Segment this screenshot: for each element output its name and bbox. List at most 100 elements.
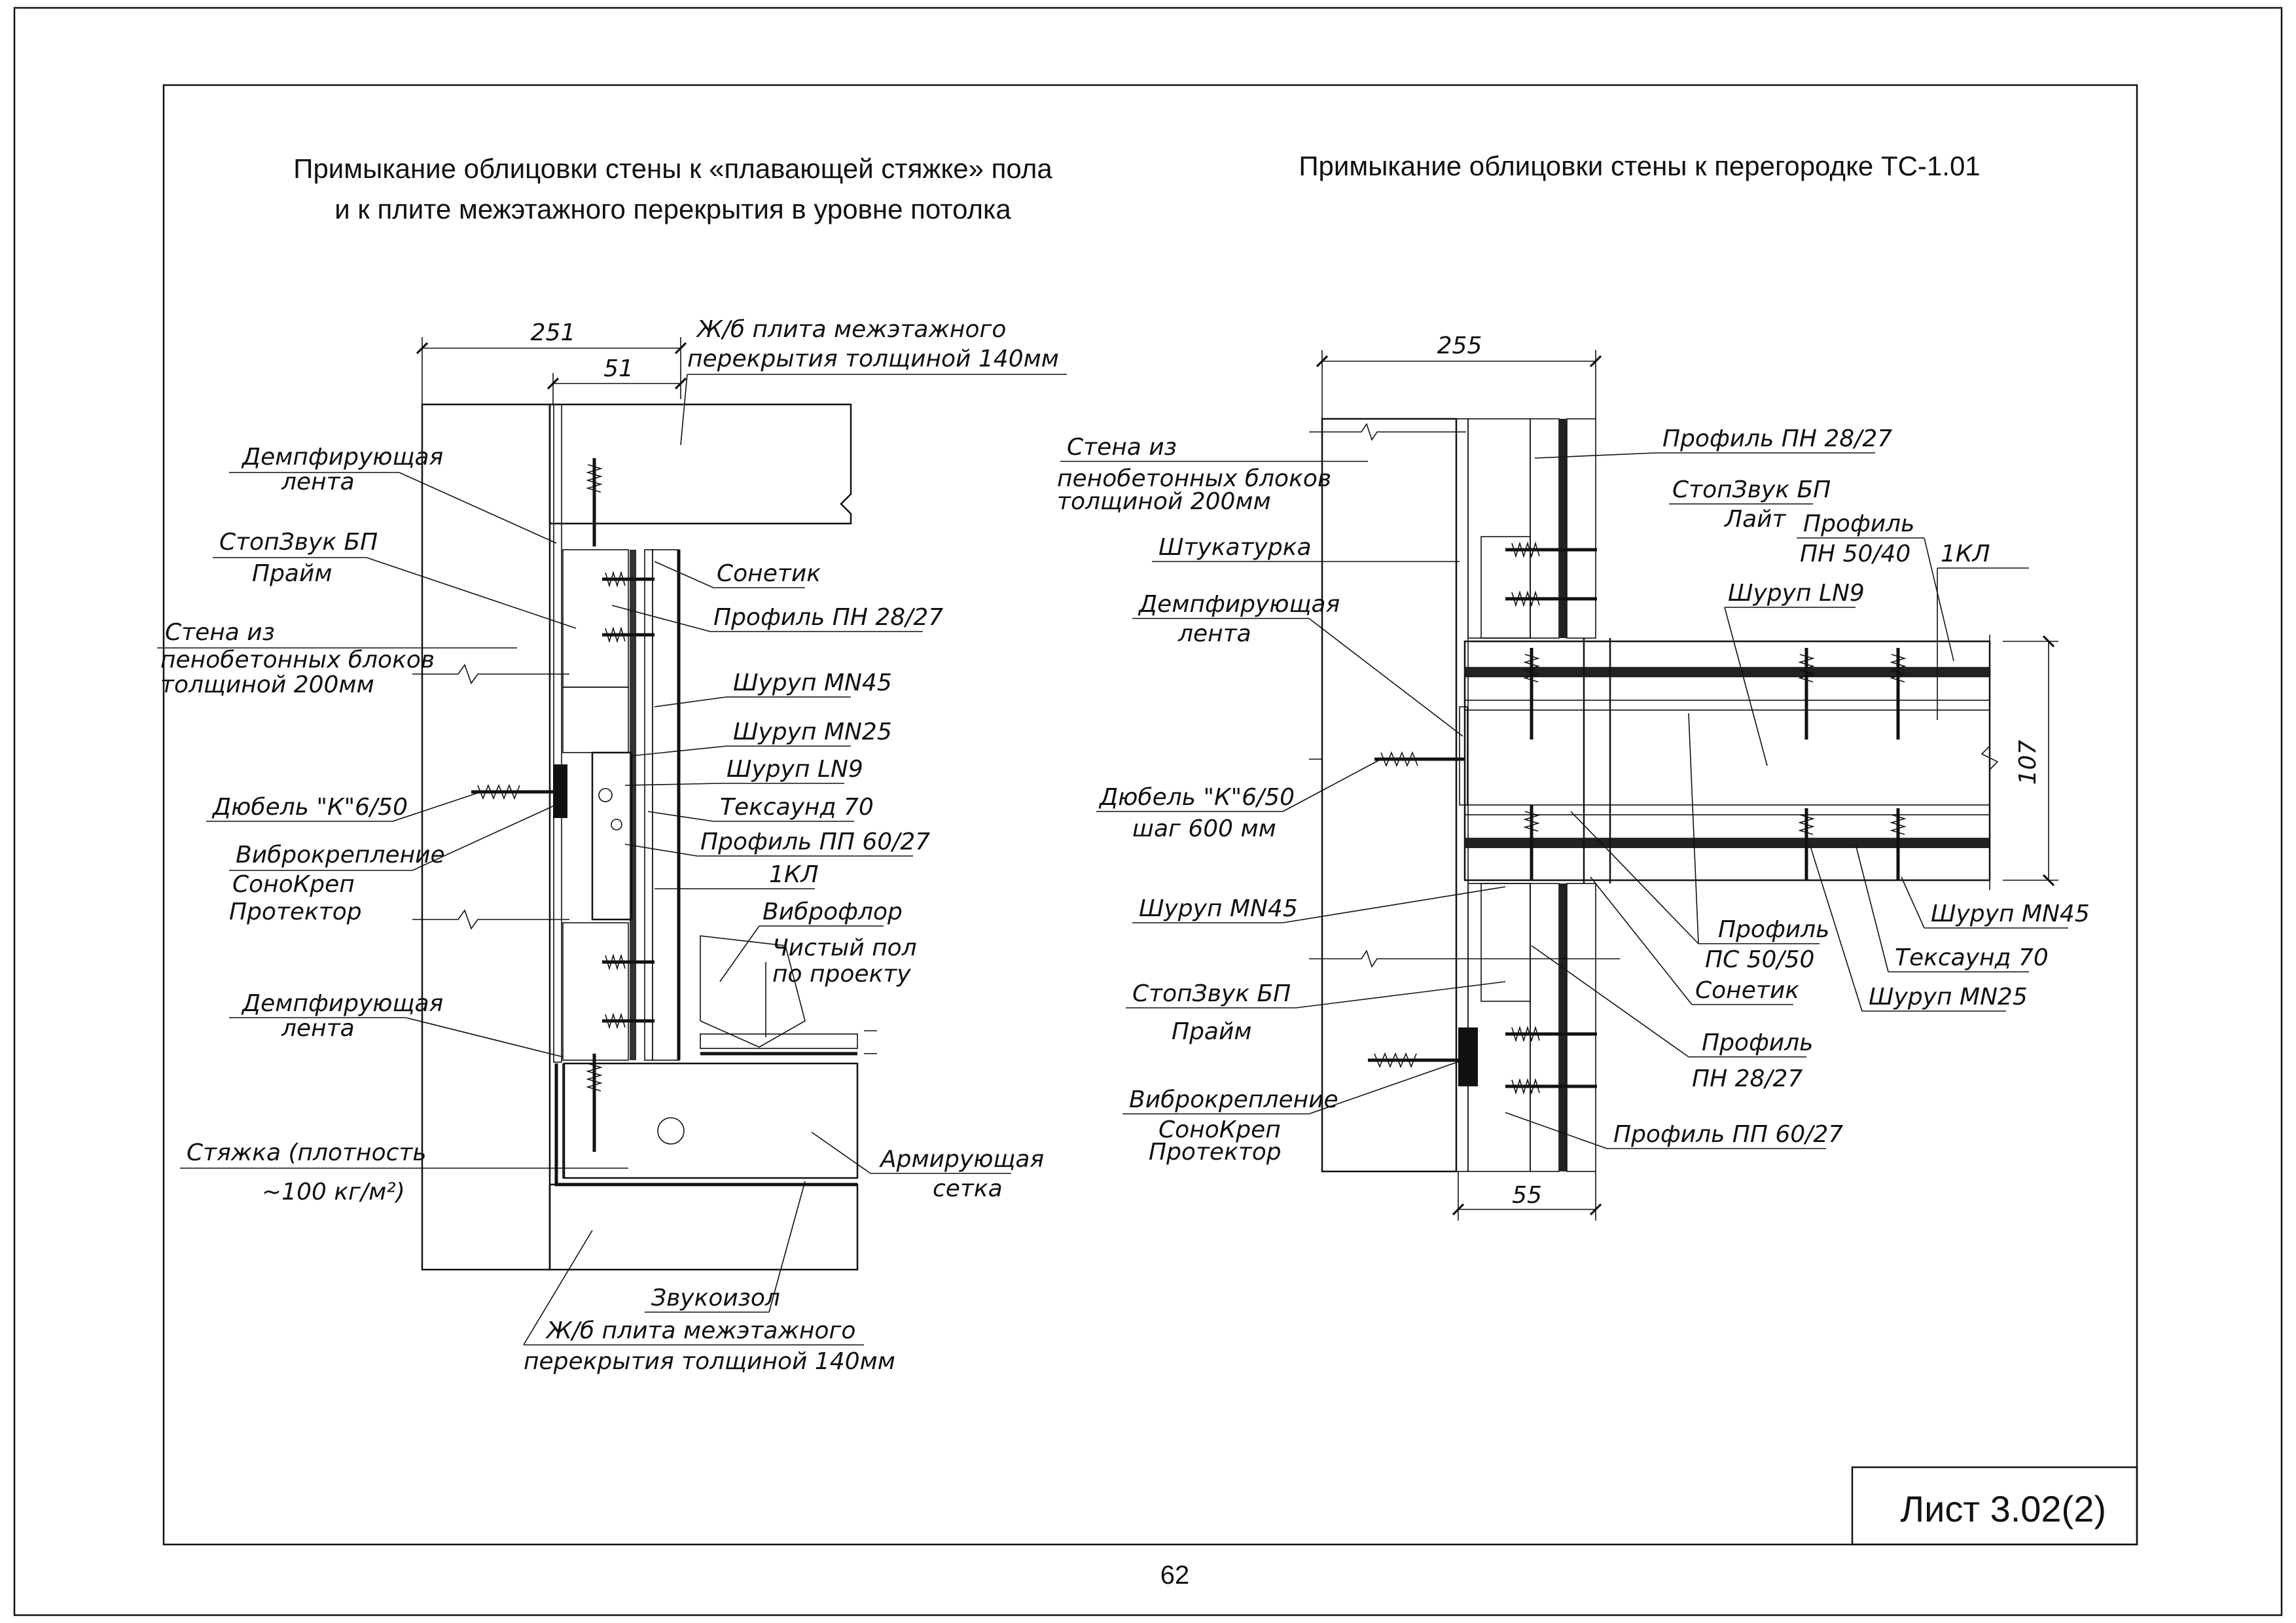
left-dimensions: 251 51 — [416, 319, 877, 1054]
right-label-mn45-right: Шуруп MN45 — [1931, 901, 2090, 927]
left-zvukoizol-layer — [554, 1063, 857, 1186]
left-ceiling-slab — [548, 403, 852, 525]
left-label-mn45: Шуруп MN45 — [733, 669, 892, 696]
left-label-screed-a: Стяжка (плотность — [187, 1139, 427, 1166]
right-label-wall-a: Стена из — [1067, 434, 1177, 461]
right-dim-55: 55 — [1512, 1182, 1542, 1209]
left-label-teksaund: Тексаунд 70 — [720, 794, 874, 821]
left-label-vibro-a: Виброкрепление — [236, 842, 445, 868]
right-label-ps-b: ПС 50/50 — [1705, 946, 1814, 973]
left-title-line1: Примыкание облицовки стены к «плавающей … — [293, 153, 1052, 184]
left-label-damp-1b: лента — [281, 469, 355, 495]
right-label-wall-b: пенобетонных блоков — [1057, 465, 1331, 492]
left-label-floor-b: по проекту — [772, 961, 911, 988]
right-label-gkl: 1КЛ — [1941, 541, 1990, 567]
right-label-stopzvuk-lite-a: СтопЗвук БП — [1672, 476, 1831, 503]
right-label-vibro-a: Виброкрепление — [1129, 1086, 1338, 1113]
right-dimensions: 255 107 55 — [1316, 332, 2058, 1221]
left-label-sonetik: Сонетик — [717, 560, 821, 587]
right-partition-insulation — [1464, 709, 1990, 806]
left-label-vibroflor: Виброфлор — [762, 899, 903, 925]
right-label-damp-b: лента — [1177, 620, 1251, 647]
left-screws — [586, 458, 655, 1152]
right-label-plaster: Штукатурка — [1158, 534, 1312, 561]
left-label-ln9: Шуруп LN9 — [726, 756, 863, 783]
right-gkl-upper-1 — [1530, 418, 1560, 639]
left-label-slab-bot-2: перекрытия толщиной 140мм — [524, 1348, 895, 1375]
left-break-line-bottom — [412, 909, 569, 930]
right-label-ln9: Шуруп LN9 — [1728, 580, 1865, 607]
right-label-stopzvuk-prime-a: СтопЗвук БП — [1132, 980, 1291, 1007]
left-label-wall-c: толщиной 200мм — [160, 671, 374, 698]
left-floor-slab — [548, 1183, 859, 1271]
left-label-profile-pp: Профиль ПП 60/27 — [700, 829, 930, 855]
left-floor-finish — [700, 1033, 858, 1049]
left-label-damp-2b: лента — [281, 1015, 355, 1042]
sheet-label: Лист 3.02(2) — [1900, 1488, 2106, 1529]
right-label-vibro-b: СоноКреп — [1158, 1116, 1281, 1143]
right-detail: Примыкание облицовки стены к перегородке… — [1057, 151, 2090, 1221]
right-label-damp-a: Демпфирующая — [1138, 591, 1340, 618]
left-aerated-wall — [421, 403, 551, 1271]
left-label-vibro-c: Протектор — [229, 899, 362, 925]
left-insulation-upper — [562, 549, 629, 688]
right-screws — [1505, 541, 1907, 1095]
left-labels: Ж/б плита межэтажного перекрытия толщино… — [157, 316, 1067, 1375]
right-label-pn5040-a: Профиль — [1803, 510, 1914, 537]
left-label-wall-a: Стена из — [165, 619, 275, 646]
left-dim-51: 51 — [603, 355, 634, 382]
right-plaster — [1456, 418, 1469, 1172]
right-label-vibro-c: Протектор — [1149, 1139, 1282, 1166]
left-label-damp-1a: Демпфирующая — [241, 444, 443, 471]
left-damping-strip — [553, 404, 562, 1063]
left-label-stopzvuk-b: Прайм — [252, 560, 332, 587]
left-label-damp-2a: Демпфирующая — [241, 990, 443, 1017]
right-dim-255: 255 — [1437, 332, 1482, 359]
right-label-pn2827b-b: ПН 28/27 — [1692, 1065, 1803, 1092]
right-label-dubel-a: Дюбель "К"6/50 — [1098, 784, 1295, 811]
left-break-line-top — [412, 664, 569, 685]
right-break-line — [1309, 950, 1620, 968]
right-label-mn25: Шуруп MN25 — [1869, 984, 2028, 1010]
right-damping-strip — [1459, 706, 1468, 806]
right-label-profile-pp: Профиль ПП 60/27 — [1613, 1121, 1843, 1148]
right-label-teksaund: Тексаунд 70 — [1895, 944, 2049, 971]
right-label-mn45-left: Шуруп MN45 — [1139, 895, 1298, 922]
left-sonetik-layer — [630, 550, 636, 1060]
right-label-pn2827b-a: Профиль — [1702, 1029, 1813, 1056]
left-label-zvukoizol: Звукоизол — [651, 1285, 780, 1311]
left-label-dubel: Дюбель "К"6/50 — [211, 794, 408, 821]
right-label-stopzvuk-lite-b: Лайт — [1723, 506, 1787, 533]
left-screed — [563, 1062, 859, 1179]
right-label-wall-c: толщиной 200мм — [1057, 488, 1271, 515]
left-gkl-board — [652, 549, 679, 1061]
left-insulation-lower — [562, 922, 629, 1061]
left-title-line2: и к плите межэтажного перекрытия в уровн… — [334, 194, 1011, 224]
left-label-wall-b: пенобетонных блоков — [160, 647, 435, 673]
right-label-pn5040-b: ПН 50/40 — [1800, 541, 1910, 567]
left-label-slab-top-1: Ж/б плита межэтажного — [696, 316, 1006, 343]
left-label-profile-pn: Профиль ПН 28/27 — [713, 604, 943, 631]
mesh-bar-icon — [657, 1117, 685, 1145]
left-detail: Примыкание облицовки стены к «плавающей … — [157, 153, 1067, 1375]
left-label-floor-a: Чистый пол — [772, 935, 917, 961]
left-dim-251: 251 — [531, 319, 576, 346]
left-vibro-fastener — [553, 764, 567, 818]
left-label-mesh-b: сетка — [933, 1175, 1003, 1202]
left-label-vibro-b: СоноКреп — [232, 871, 355, 898]
outer-frame — [13, 7, 2283, 1616]
right-gkl-lower-2 — [1566, 883, 1596, 1172]
right-label-stopzvuk-prime-b: Прайм — [1172, 1018, 1252, 1045]
right-dim-107: 107 — [2015, 740, 2041, 785]
right-gkl-lower-1 — [1530, 883, 1560, 1172]
left-pp-profile — [591, 751, 633, 921]
right-label-ps-a: Профиль — [1718, 916, 1829, 943]
right-gkl-upper-2 — [1566, 418, 1596, 639]
right-vibro-fastener — [1458, 1027, 1478, 1086]
left-label-screed-b: ~100 кг/м²) — [262, 1179, 405, 1205]
right-title: Примыкание облицовки стены к перегородке… — [1299, 151, 1980, 181]
sheet-label-box — [1851, 1466, 2138, 1546]
left-label-mn25: Шуруп MN25 — [733, 719, 892, 745]
